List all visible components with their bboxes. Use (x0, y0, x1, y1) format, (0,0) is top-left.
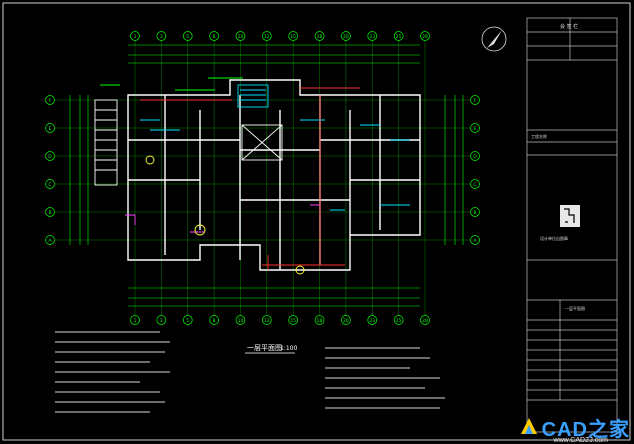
axis-label: 23 (369, 318, 375, 324)
axis-bubble (393, 31, 404, 41)
axis-label: 15 (290, 34, 296, 40)
axis-bubble (209, 31, 219, 41)
axis-label: F (49, 98, 52, 104)
axis-label: 20 (343, 318, 349, 324)
axis-label: D (473, 154, 477, 160)
axis-bubble (314, 31, 325, 41)
axis-label: A (48, 238, 52, 244)
axis-grid: 1 1 3 3 5 5 8 8 10 10 12 12 15 15 18 18 20 20 23 23 25 25 28 28… (45, 31, 480, 325)
floor-plan-details (94, 77, 410, 275)
axis-label: 15 (290, 318, 296, 324)
axis-label: 1 (134, 34, 137, 40)
axis-bubble (470, 207, 480, 217)
axis-bubble (420, 315, 430, 325)
axis-bubble (45, 95, 55, 105)
axis-label: 18 (317, 318, 323, 324)
axis-bubble (45, 235, 55, 245)
axis-bubble (470, 151, 480, 161)
watermark-logo-icon (519, 416, 539, 440)
axis-bubble (182, 31, 193, 41)
axis-bubble (470, 95, 480, 105)
plan-scale: 1:100 (280, 345, 297, 352)
axis-label: E (474, 126, 477, 132)
axis-label: 18 (317, 34, 323, 40)
axis-bubble (367, 315, 378, 325)
axis-label: 5 (186, 34, 189, 40)
axis-label: D (48, 154, 52, 160)
axis-label: 10 (238, 318, 244, 324)
axis-bubble (261, 315, 272, 325)
north-arrow-icon (481, 26, 507, 52)
axis-label: 20 (343, 34, 349, 40)
axis-label: 28 (422, 34, 428, 40)
title-block-stamp: 设计单位出图章 (540, 235, 568, 241)
axis-bubble (341, 315, 351, 325)
title-block-project: 工程名称 (531, 133, 547, 139)
axis-bubble (209, 315, 219, 325)
axis-label: A (473, 238, 477, 244)
axis-label: 12 (264, 34, 270, 40)
general-notes-left (55, 331, 170, 413)
floor-plan-walls (127, 79, 421, 271)
axis-label: 8 (213, 318, 216, 324)
axis-bubble (470, 235, 480, 245)
axis-bubble (45, 179, 55, 189)
axis-bubble (182, 315, 193, 325)
axis-bubble (341, 31, 351, 41)
dimension-lines (69, 44, 464, 307)
title-block-drawing-name: 一层平面图 (565, 305, 585, 311)
title-block-stamp-logo (560, 205, 580, 227)
watermark-brand: CAD之家 (541, 419, 630, 441)
axis-bubble (288, 315, 299, 325)
axis-bubble (367, 31, 378, 41)
axis-bubble (288, 31, 299, 41)
axis-label: 25 (396, 34, 402, 40)
axis-label: 1 (134, 318, 137, 324)
axis-bubble (420, 31, 430, 41)
watermark: CAD之家 (519, 413, 630, 442)
axis-bubble (156, 31, 167, 41)
axis-bubble (235, 31, 246, 41)
axis-label: B (48, 210, 51, 216)
axis-label: C (48, 182, 51, 188)
axis-bubble (314, 315, 325, 325)
axis-bubble (45, 123, 55, 133)
title-block-header: 会 签 栏 (560, 23, 578, 30)
axis-bubble (130, 31, 140, 41)
axis-label: B (473, 210, 476, 216)
axis-bubble (470, 179, 480, 189)
axis-label: 3 (160, 318, 163, 324)
axis-label: 23 (369, 34, 375, 40)
axis-bubble (470, 123, 480, 133)
axis-bubble (130, 315, 140, 325)
axis-label: F (474, 98, 477, 104)
axis-label: 10 (238, 34, 244, 40)
title-block (526, 17, 618, 433)
axis-label: C (473, 182, 476, 188)
axis-bubble (235, 315, 246, 325)
axis-label: 8 (213, 34, 216, 40)
watermark-url: www.CADZJ.com (553, 437, 608, 444)
plan-title: 一层平面图 (247, 344, 282, 352)
axis-bubble (261, 31, 272, 41)
axis-label: E (49, 126, 52, 132)
axis-label: 3 (160, 34, 163, 40)
axis-bubble (156, 315, 167, 325)
axis-label: 25 (396, 318, 402, 324)
axis-label: 28 (422, 318, 428, 324)
axis-bubble (45, 151, 55, 161)
general-notes-right (325, 347, 445, 409)
axis-bubble (45, 207, 55, 217)
axis-bubble (393, 315, 404, 325)
axis-label: 12 (264, 318, 270, 324)
axis-label: 5 (186, 318, 189, 324)
